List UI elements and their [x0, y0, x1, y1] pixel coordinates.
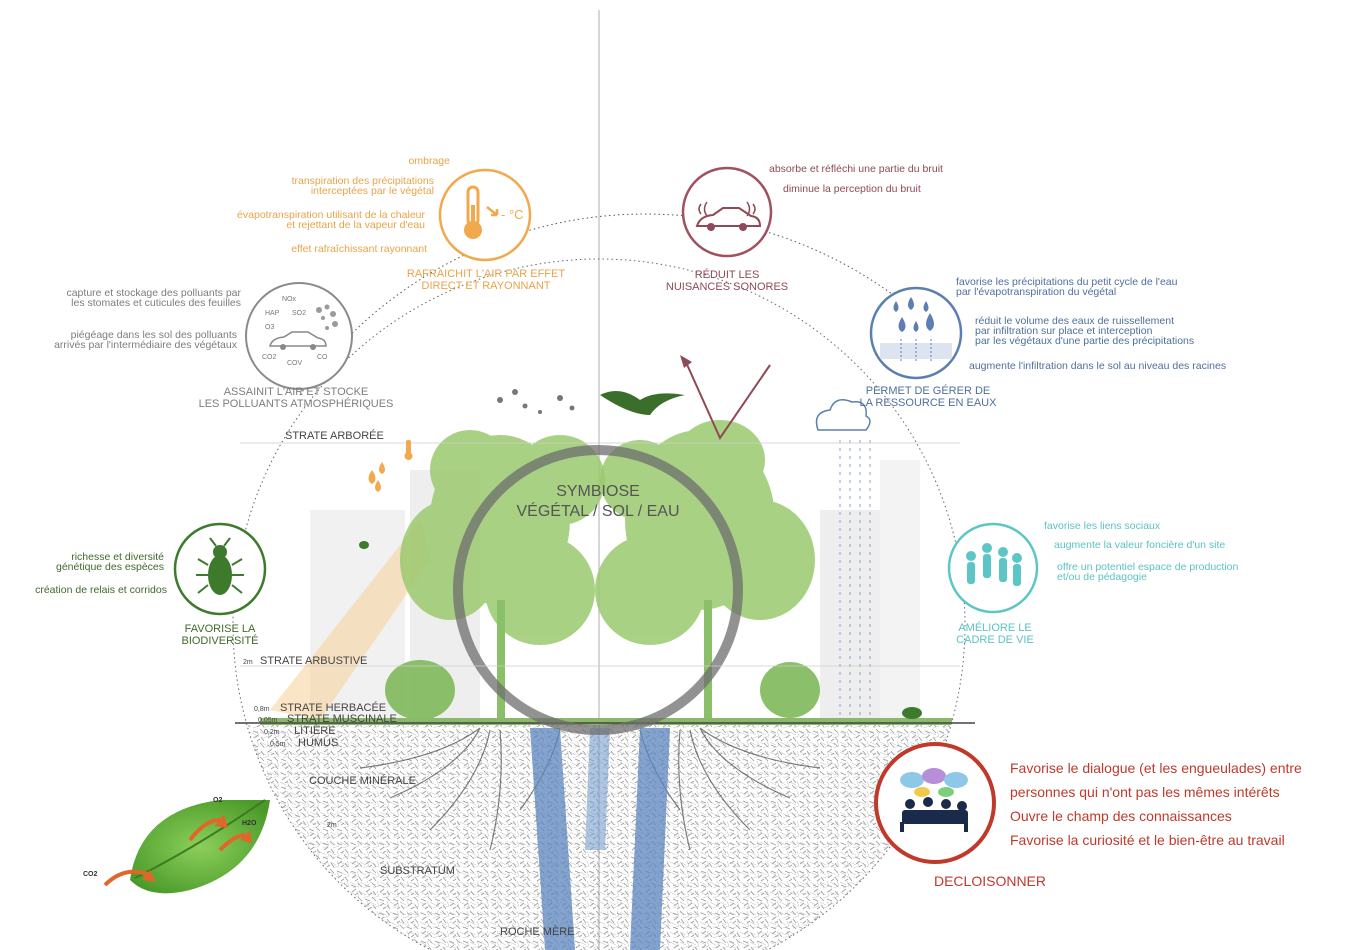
- pollutant-so2: SO2: [292, 310, 307, 317]
- leaf-o2-label: O2: [213, 797, 223, 804]
- biodiversity-item-richness: richesse et diversité génétique des espè…: [56, 551, 164, 573]
- living-item-production: offre un potentiel espace de production …: [1057, 561, 1239, 583]
- car-icon: [269, 331, 327, 350]
- leaf-h2o-label: H2O: [242, 820, 257, 827]
- strata-arbustive: STRATE ARBUSTIVE: [260, 655, 368, 667]
- decloisonner-item-knowledge: Ouvre le champ des connaissances: [1010, 808, 1232, 824]
- biodiversity-item-corridors: création de relais et corridos: [35, 584, 167, 596]
- leaf-co2-label: CO2: [83, 871, 98, 878]
- cooling-item-shade: ombrage: [408, 155, 450, 167]
- cooling-label: RAFRAICHIT L'AIR PAR EFFET DIRECT ET RAY…: [406, 268, 566, 292]
- center-title-line1: SYMBIOSE: [556, 483, 640, 500]
- cloud-icon: [815, 399, 871, 431]
- water-label: PERMET DE GÉRER DE LA RESSOURCE EN EAUX: [859, 385, 997, 409]
- strata-litiere-depth: 0,2m: [264, 729, 280, 736]
- cooling-item-radiant: effet rafraîchissant rayonnant: [291, 243, 427, 255]
- pollutant-co2: CO2: [262, 354, 277, 361]
- air-label: ASSAINIT L'AIR ET STOCKE LES POLLUANTS A…: [198, 386, 394, 410]
- living-label: AMÉLIORE LE CADRE DE VIE: [956, 622, 1034, 646]
- water-item-precipitation: favorise les précipitations du petit cyc…: [956, 276, 1178, 298]
- strata-muscinale: STRATE MUSCINALE: [287, 713, 397, 725]
- decloisonner-item-curiosity: Favorise la curiosité et le bien-être au…: [1010, 832, 1285, 848]
- decloisonner-item-dialogue: Favorise le dialogue (et les engueulades…: [1010, 760, 1302, 776]
- strata-humus-depth: 0,5m: [270, 741, 286, 748]
- strata-herbacee-depth: 0,8m: [254, 706, 270, 713]
- outer-dotted-circle: [232, 258, 966, 950]
- strata-minerale: COUCHE MINÉRALE: [309, 775, 416, 787]
- strata-herbacee: STRATE HERBACÉE: [280, 702, 387, 714]
- strata-litiere: LITIÈRE: [294, 725, 336, 737]
- pollutant-nox: NOx: [282, 296, 296, 303]
- noise-label: RÉDUIT LES NUISANCES SONORES: [665, 269, 789, 293]
- strata-substratum: SUBSTRATUM: [380, 865, 455, 877]
- strata-muscinale-depth: 0,05m: [258, 717, 278, 724]
- discussion-group-icon: [874, 742, 996, 864]
- car-noise-icon: [681, 166, 773, 258]
- pollutant-cov: COV: [287, 360, 303, 367]
- air-pollution-icon: NOx HAP SO2 O3 CO2 COV CO: [245, 282, 353, 390]
- decloisonner-label: DECLOISONNER: [933, 873, 1047, 889]
- noise-item-absorb: absorbe et réfléchi une partie du bruit: [769, 163, 943, 175]
- water-item-infiltration: augmente l'infiltration dans le sol au n…: [969, 360, 1227, 372]
- temperature-icon-text: - °C: [501, 207, 524, 222]
- sound-reflection-arrow: [684, 359, 771, 441]
- noise-item-perception: diminue la perception du bruit: [783, 183, 921, 195]
- bird-icon: [600, 391, 685, 415]
- biodiversity-label: FAVORISE LA BIODIVERSITÉ: [181, 623, 259, 647]
- pollutant-o3: O3: [265, 324, 275, 331]
- water-drops-icon: [869, 286, 963, 380]
- strata-arbustive-depth: 2m: [243, 659, 253, 666]
- center-title-line2: VÉGÉTAL / SOL / EAU: [516, 503, 680, 520]
- symbiosis-ring: [453, 445, 743, 735]
- air-item-capture: capture et stockage des polluants par le…: [66, 287, 241, 309]
- living-item-value: augmente la valeur foncière d'un site: [1054, 539, 1226, 551]
- leaf-illustration: [103, 799, 270, 894]
- people-icon: [947, 522, 1039, 614]
- water-item-runoff: réduit le volume des eaux de ruisselleme…: [975, 315, 1195, 347]
- air-item-soil: piégéage dans les sol des polluants arri…: [54, 329, 237, 351]
- living-item-social: favorise les liens sociaux: [1044, 520, 1161, 532]
- strata-arboree: STRATE ARBORÉE: [285, 430, 384, 442]
- pollutant-co: CO: [317, 354, 328, 361]
- pollutant-hap: HAP: [265, 310, 280, 317]
- strata-roche: ROCHE MÈRE: [500, 926, 575, 938]
- insect-icon: [173, 522, 267, 616]
- decloisonner-item-interests: personnes qui n'ont pas les mêmes intérê…: [1010, 784, 1280, 800]
- strata-minerale-depth: 2m: [327, 822, 337, 829]
- strata-humus: HUMUS: [298, 737, 339, 749]
- cooling-item-transpiration: transpiration des précipitations interce…: [291, 175, 434, 197]
- cooling-item-evapotranspiration: évapotranspiration utilisant de la chale…: [237, 209, 425, 231]
- center-title: SYMBIOSE VÉGÉTAL / SOL / EAU: [480, 482, 716, 522]
- decloisonner-list: Favorise le dialogue (et les engueulades…: [1010, 756, 1302, 852]
- thermometer-icon: - °C: [438, 168, 532, 262]
- inner-dotted-arc: [299, 213, 901, 396]
